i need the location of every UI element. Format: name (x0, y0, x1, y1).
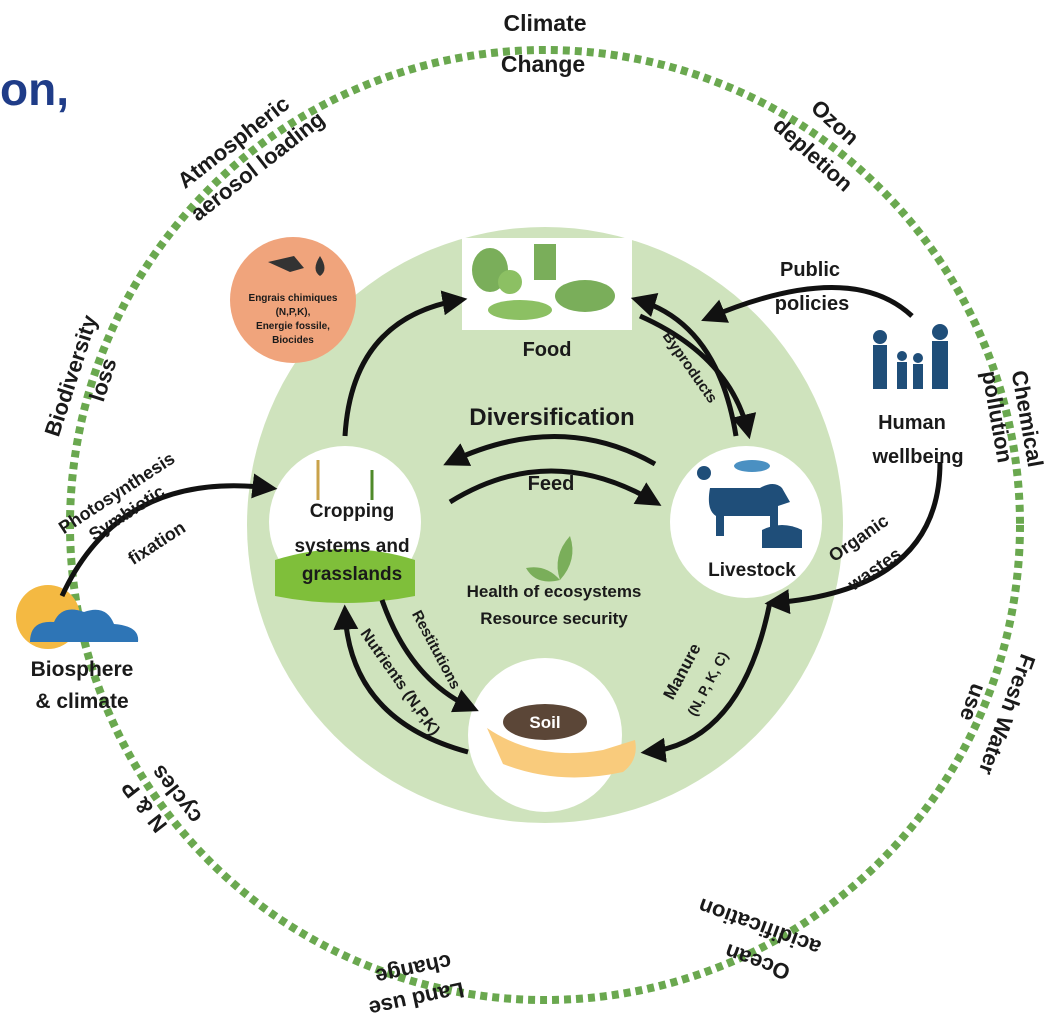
biodiversity-label-2: loss (84, 355, 121, 405)
soil-node: Soil (468, 658, 636, 812)
livestock-label: Livestock (708, 560, 796, 581)
drop-icon (315, 256, 325, 276)
fuel-nozzle-icon (268, 256, 304, 272)
arrow-biosphere-to-crop (59, 473, 278, 598)
milk-icon (534, 244, 556, 280)
freshwater-label-2: use (955, 680, 991, 724)
health-label-1: Health of ecosystems (467, 582, 642, 601)
boundary-ring (66, 46, 1024, 1004)
arrow-human-to-food (701, 285, 914, 323)
arrow-food-to-livestock (638, 313, 757, 440)
arrow-diversification-left (443, 434, 657, 467)
arrow-crop-to-food (342, 290, 468, 437)
biosphere-label-1: Biosphere (31, 658, 134, 681)
fixation-label: fixation (124, 517, 189, 569)
arrow-feed-right (448, 468, 662, 506)
climate-label-1: Climate (503, 10, 586, 36)
public-label: Public (780, 259, 840, 281)
human-label-2: wellbeing (871, 446, 963, 468)
hen-icon (697, 466, 711, 480)
pig-icon (762, 525, 802, 548)
policies-label: policies (775, 293, 849, 315)
arrow-human-to-livestock (764, 461, 943, 615)
diversification-title: Diversification (469, 404, 634, 431)
food-label: Food (523, 339, 572, 361)
center-disc (247, 227, 843, 823)
arrow-livestock-to-food (630, 293, 739, 437)
health-label-2: Resource security (480, 609, 628, 628)
inputs-label-1: Engrais chimiques (249, 293, 338, 304)
arrow-soil-to-crop (333, 604, 469, 755)
biosphere-node: Biosphere & climate (16, 585, 139, 713)
seedling-icon (557, 536, 573, 580)
human-node: Human wellbeing (841, 316, 969, 468)
cropping-label-3: grasslands (302, 564, 402, 585)
family-icon (873, 324, 948, 389)
feed-label: Feed (528, 473, 575, 495)
climate-label-2: Change (501, 51, 585, 77)
arrow-crop-to-soil (379, 599, 479, 713)
inputs-label-3: Energie fossile, (256, 321, 330, 332)
arrow-livestock-to-soil (640, 601, 773, 763)
food-node (462, 238, 632, 330)
soil-icon (503, 704, 587, 740)
soil-label: Soil (529, 713, 560, 732)
cloud-icon (30, 609, 139, 642)
inputs-node: Engrais chimiques (N,P,K), Energie fossi… (230, 237, 356, 363)
hand-icon (487, 728, 636, 778)
inputs-label-4: Biocides (272, 335, 314, 346)
human-label-1: Human (878, 412, 946, 434)
cropping-label-1: Cropping (310, 501, 394, 522)
biosphere-label-2: & climate (35, 690, 128, 713)
grass-icon (275, 549, 415, 603)
bread-icon (488, 300, 552, 320)
cropping-node: Cropping systems and grasslands (269, 446, 421, 603)
sausage-icon (555, 280, 615, 312)
livestock-node: Livestock (670, 446, 822, 598)
fish-icon (734, 460, 770, 472)
cropping-label-2: systems and (294, 536, 409, 557)
inputs-label-2: (N,P,K), (276, 307, 311, 318)
page-title-fragment: on, (0, 63, 69, 115)
cow-icon (690, 484, 790, 536)
